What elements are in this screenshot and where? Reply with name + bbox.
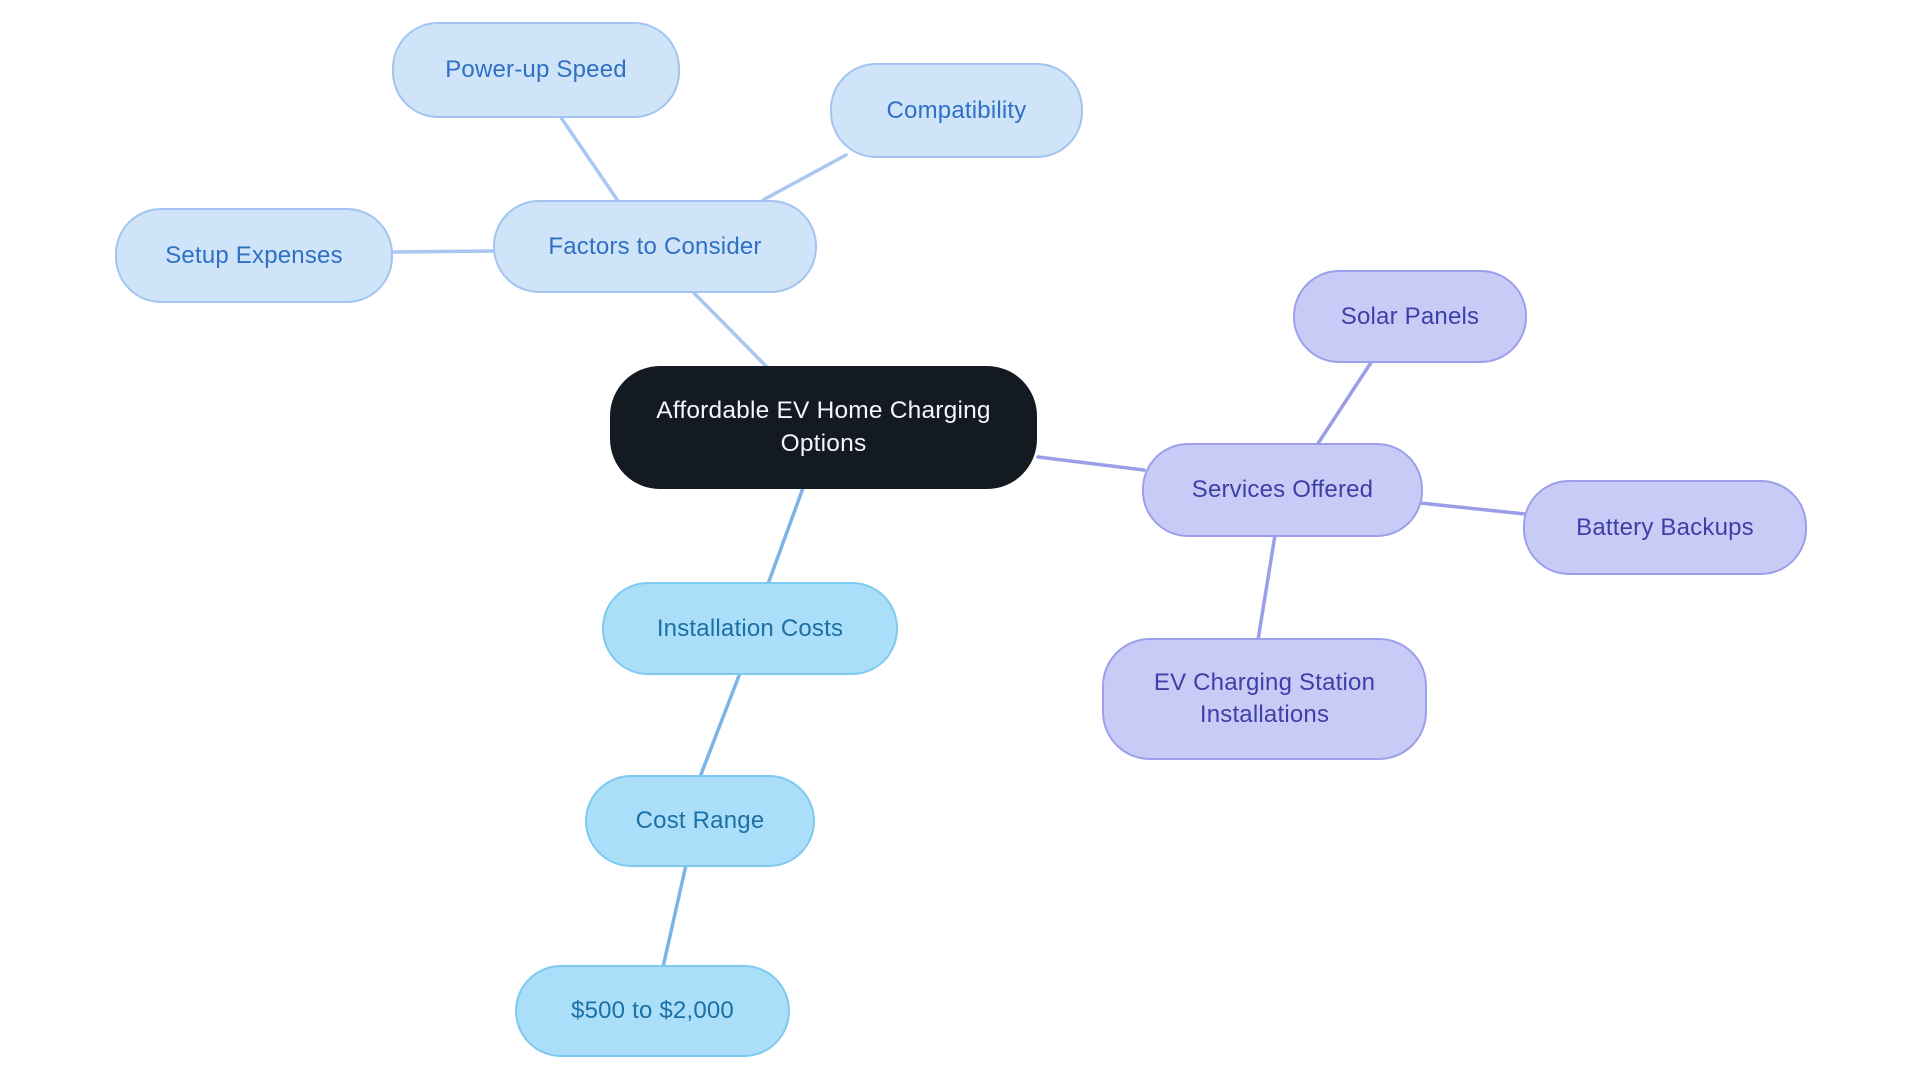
edge-setup-factors: [391, 249, 497, 254]
edge-solar-services: [1315, 359, 1374, 447]
node-services-label: Services Offered: [1191, 476, 1374, 504]
edge-compat-factors: [761, 153, 848, 202]
node-install-costs-label: Installation Costs: [656, 614, 844, 642]
edge-services-battery: [1418, 501, 1527, 516]
node-power-up-label: Power-up Speed: [445, 56, 627, 84]
edge-root-services: [1036, 455, 1146, 472]
node-solar-label: Solar Panels: [1340, 302, 1480, 330]
edge-range-price: [661, 863, 688, 969]
edge-root-install: [766, 486, 805, 586]
node-cost-range-label: Cost Range: [635, 807, 765, 835]
edge-powerup-factors: [558, 114, 620, 203]
node-setup-expenses[interactable]: Setup Expenses: [115, 208, 393, 303]
node-solar-panels[interactable]: Solar Panels: [1293, 270, 1527, 363]
node-price-label: $500 to $2,000: [571, 997, 734, 1025]
node-compatibility-label: Compatibility: [886, 96, 1027, 124]
node-power-up-speed[interactable]: Power-up Speed: [392, 22, 680, 118]
node-cost-range[interactable]: Cost Range: [585, 775, 815, 867]
edge-factors-root: [691, 290, 769, 369]
node-installation-costs[interactable]: Installation Costs: [602, 582, 898, 675]
node-battery-backups[interactable]: Battery Backups: [1523, 480, 1807, 575]
node-services-offered[interactable]: Services Offered: [1142, 443, 1423, 537]
node-root-label: Affordable EV Home Charging Options: [656, 397, 991, 457]
node-ev-charging-installations[interactable]: EV Charging Station Installations: [1102, 638, 1427, 760]
edge-install-range: [698, 671, 742, 779]
node-compatibility[interactable]: Compatibility: [830, 63, 1083, 158]
node-battery-label: Battery Backups: [1576, 513, 1754, 541]
node-setup-label: Setup Expenses: [165, 241, 343, 269]
node-price-range[interactable]: $500 to $2,000: [515, 965, 790, 1057]
node-factors-to-consider[interactable]: Factors to Consider: [493, 200, 817, 293]
node-ev-install-label: EV Charging Station Installations: [1153, 669, 1376, 728]
node-root[interactable]: Affordable EV Home Charging Options: [610, 366, 1037, 489]
node-factors-label: Factors to Consider: [548, 232, 762, 260]
edge-services-ev: [1256, 533, 1277, 642]
